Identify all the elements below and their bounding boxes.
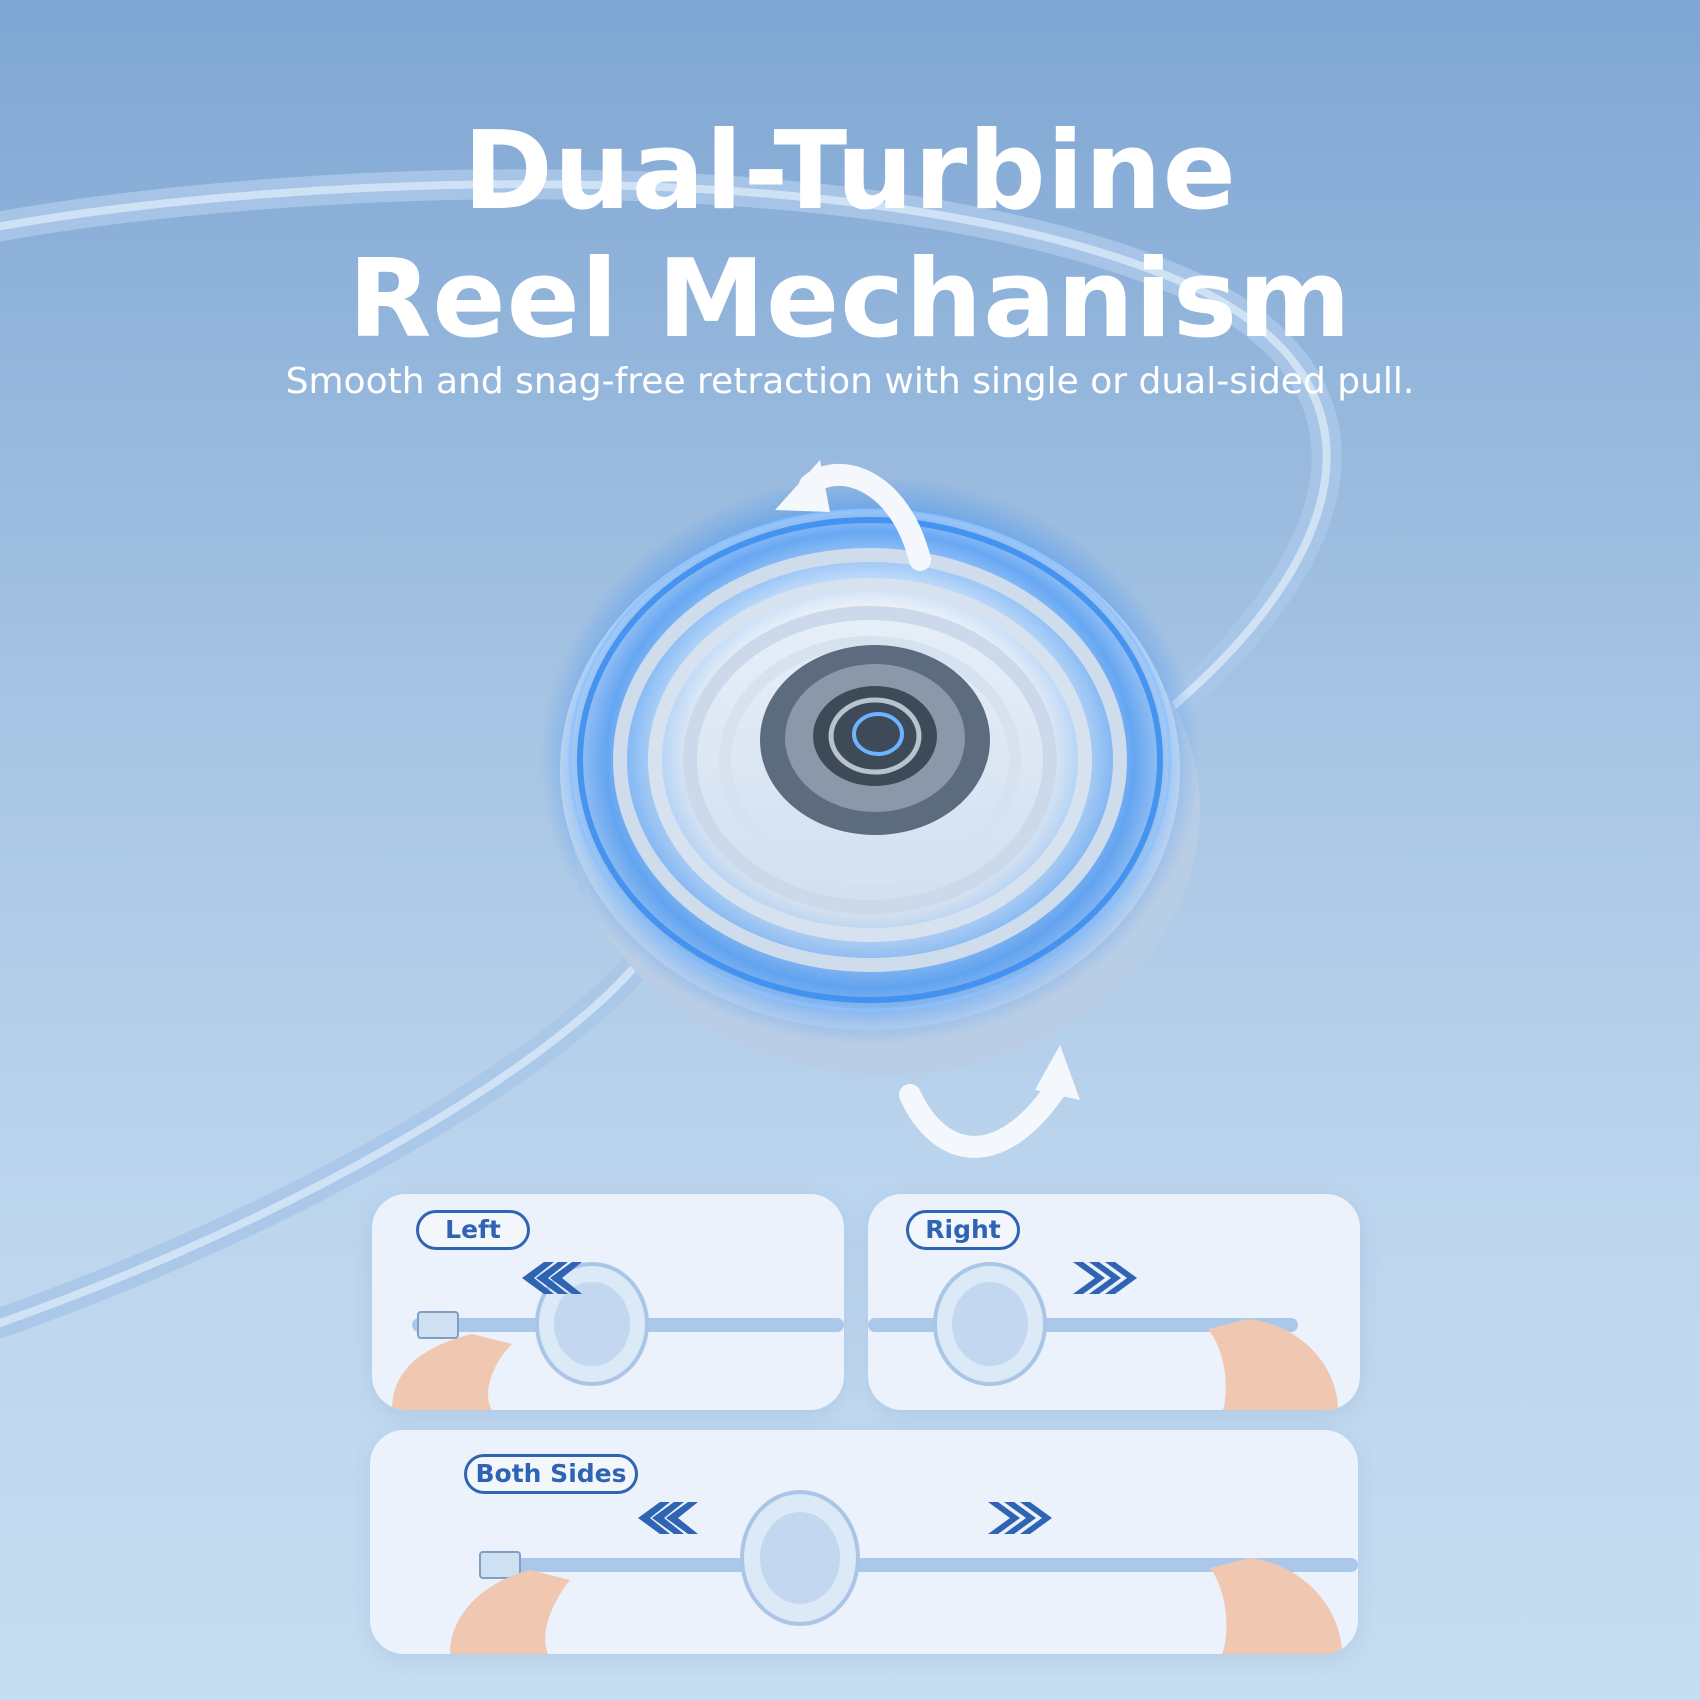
panel-right: Right: [868, 1194, 1360, 1410]
curved-arrow-icon: [775, 460, 931, 571]
right-pull-scene: [868, 1262, 1338, 1410]
label-both-sides: Both Sides: [464, 1454, 638, 1494]
label-right: Right: [906, 1210, 1020, 1250]
subtitle: Smooth and snag-free retraction with sin…: [285, 361, 1415, 402]
chevrons-right-icon: [988, 1502, 1052, 1534]
panel-both-sides: Both Sides: [370, 1430, 1358, 1654]
both-sides-pull-scene: [450, 1490, 1358, 1654]
chevrons-left-icon: [638, 1502, 698, 1534]
panel-left: Left: [372, 1194, 844, 1410]
headline-line-1: Dual-Turbine: [463, 109, 1237, 234]
chevrons-right-icon: [1073, 1262, 1137, 1294]
label-left: Left: [416, 1210, 530, 1250]
curved-arrow-icon: [899, 1045, 1080, 1158]
headline-line-2: Reel Mechanism: [348, 237, 1352, 362]
left-pull-scene: [392, 1262, 844, 1410]
chevrons-left-icon: [522, 1262, 582, 1294]
headline: Dual-Turbine Reel Mechanism: [0, 108, 1700, 364]
reel-illustration: [540, 460, 1200, 1158]
